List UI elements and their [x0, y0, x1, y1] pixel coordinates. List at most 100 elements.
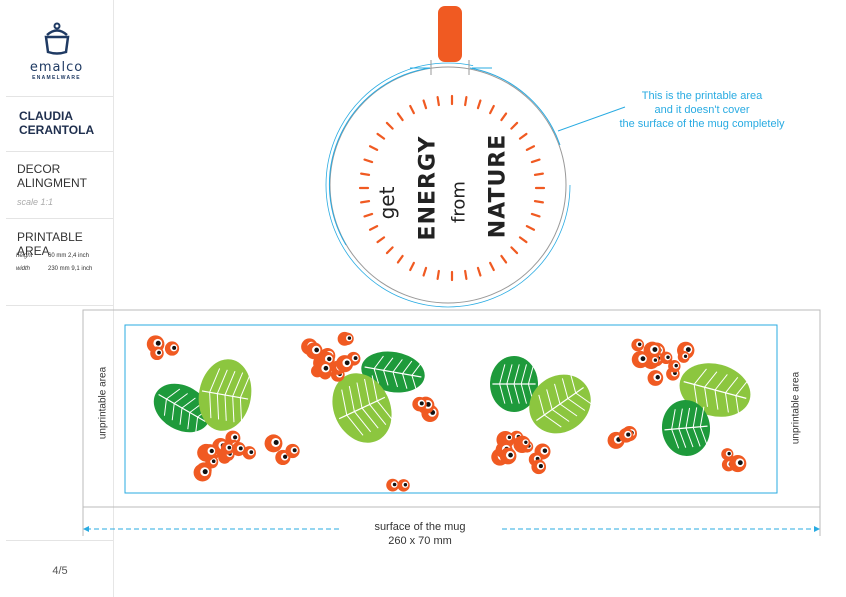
berry-seed [392, 482, 397, 487]
leaf-vein [575, 392, 594, 406]
leaf-vein [171, 403, 175, 421]
leaf-vein [513, 364, 520, 385]
berry-seed [419, 401, 424, 406]
leaf-vein [699, 406, 705, 427]
sun-ray-tick [464, 96, 468, 107]
leaf-vein [693, 384, 698, 405]
leaf-vein [551, 409, 570, 422]
spec-width-value: 230 mm 9,1 inch [48, 266, 93, 272]
surface-line2: 260 x 70 mm [388, 535, 452, 547]
printable-arc [328, 67, 561, 246]
leaf [332, 373, 394, 443]
sun-ray-tick [525, 225, 536, 231]
note-leader-line [557, 106, 626, 132]
leaf-vein [224, 370, 236, 396]
leaf [198, 359, 252, 431]
leaf-vein [239, 397, 243, 424]
berry-seed [683, 354, 688, 358]
slogan-nature: NATURE [485, 133, 511, 239]
sun-ray-tick [385, 121, 394, 130]
berry [643, 341, 662, 360]
sun-ray-tick [363, 158, 374, 164]
berry-seed [538, 464, 543, 469]
printable-area-title: PRINTABLE AREA [17, 230, 83, 258]
berry-seed [655, 375, 660, 380]
berry [193, 463, 212, 482]
berry-seed [155, 340, 161, 346]
berry-seed [737, 460, 743, 466]
sun-ray-tick [409, 104, 415, 115]
leaf-vein [371, 375, 378, 401]
sun-ray-tick [422, 99, 428, 110]
leaf-vein [546, 389, 553, 410]
sun-ray-tick [500, 254, 508, 264]
leaf-vein [506, 364, 513, 385]
leaf-vein [232, 372, 244, 397]
sun-ray-tick [530, 158, 541, 164]
berry-seed [653, 358, 658, 362]
unprintable-area-left: unprintable area [97, 366, 109, 440]
printable-area-note: This is the printable area and it doesn'… [592, 89, 812, 131]
berry-seed [344, 360, 350, 366]
leaf-vein [554, 383, 561, 405]
sun-ray-tick [489, 261, 495, 272]
divider [6, 218, 113, 219]
designer-name: CLAUDIA CERANTOLA [19, 109, 94, 137]
sun-ray-tick [360, 200, 371, 204]
leaf-vein [216, 393, 220, 420]
leaf-vein [685, 407, 691, 429]
leaf-vein [411, 375, 417, 391]
leaf-vein [569, 372, 577, 394]
leaf-vein [341, 389, 348, 416]
berry [220, 441, 234, 455]
leaf-vein [224, 394, 227, 421]
leaf-vein [735, 379, 749, 396]
leaf-vein [383, 370, 389, 386]
scale-label: scale 1:1 [17, 197, 54, 207]
leaf-vein [401, 373, 408, 389]
leaf-vein [527, 364, 535, 385]
leaf-vein [346, 414, 364, 436]
berry-seed [292, 448, 297, 453]
berry [336, 355, 354, 373]
sun-ray-tick [489, 104, 495, 115]
berry [659, 351, 673, 365]
berry-seed [425, 402, 431, 407]
leaf-vein [209, 368, 221, 393]
leaf-vein [187, 412, 191, 430]
leaf-vein [373, 368, 380, 384]
note-line3: the surface of the mug completely [619, 118, 785, 130]
berry-seed [508, 452, 513, 458]
berry-seed [227, 445, 232, 450]
berry [501, 431, 514, 444]
sun-ray-tick [518, 132, 528, 140]
berry [647, 370, 664, 386]
berry [386, 478, 400, 492]
sun-ray-tick [409, 261, 415, 272]
berry-seed [353, 356, 358, 361]
sun-ray-tick [396, 112, 404, 122]
leaf-vein [232, 396, 235, 423]
sun-ray-tick [518, 236, 528, 244]
berry-seed [172, 345, 177, 350]
berry [677, 350, 690, 363]
leaf-vein [239, 373, 251, 398]
leaf-vein [373, 355, 384, 369]
leaf-vein [348, 386, 355, 412]
leaf-vein [735, 395, 740, 416]
sun-ray-tick [360, 172, 371, 176]
surface-dimension-label: surface of the mug 260 x 70 mm [340, 520, 500, 548]
sun-ray-tick [476, 99, 482, 110]
berry-seed [542, 448, 548, 453]
berry-seed [403, 483, 408, 487]
berry-seed [314, 347, 320, 353]
note-line1: This is the printable area [641, 90, 763, 102]
divider [6, 151, 113, 152]
leaf-vein [692, 427, 701, 447]
berry-seed [640, 356, 646, 362]
sun-ray-tick [500, 112, 508, 122]
berry [341, 332, 354, 345]
leaf [679, 363, 751, 417]
divider [6, 540, 113, 541]
